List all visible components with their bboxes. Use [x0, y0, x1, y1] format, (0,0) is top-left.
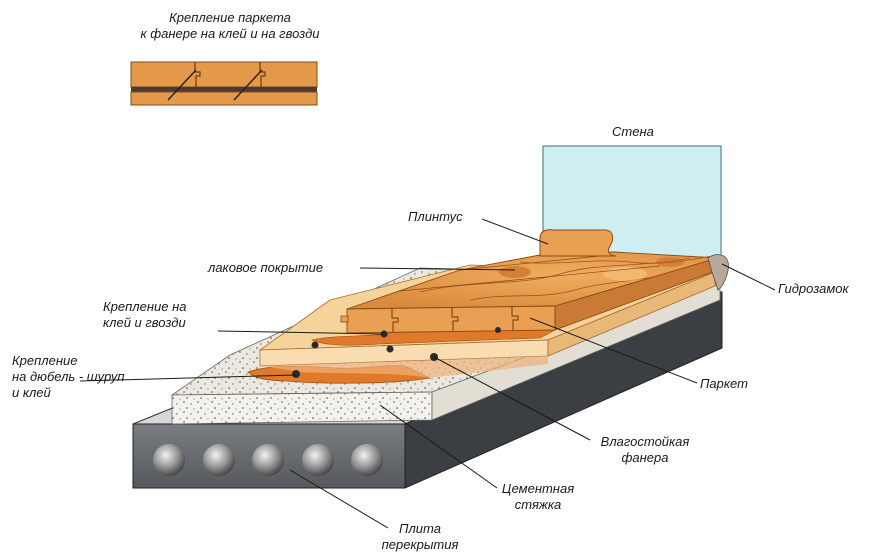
inset-board-bottom	[130, 91, 318, 106]
parquet-layer	[340, 251, 719, 334]
label-plywood: Влагостойкая фанера	[600, 434, 690, 465]
slab-hole-4	[302, 444, 334, 476]
plinth	[539, 229, 617, 257]
inset-board-top	[130, 61, 318, 88]
inset-caption-line-1: Крепление паркета	[169, 10, 291, 25]
label-wall: Стена	[612, 124, 654, 139]
slab-hole-5	[351, 444, 383, 476]
leader-parquet	[529, 317, 698, 384]
label-dowel: Крепление на дюбель - шуруп и клей	[12, 353, 125, 400]
parquet-groove-edge	[340, 315, 349, 323]
parquet-knot-3	[656, 257, 684, 267]
parquet-tongue-2	[451, 307, 459, 331]
glue-layer-lower-side	[262, 356, 548, 378]
leader-plinth	[481, 218, 549, 245]
waterproof-lock	[707, 254, 729, 291]
leader-varnish	[359, 267, 516, 271]
parquet-tongue-3	[511, 306, 519, 330]
parquet-front	[346, 305, 556, 334]
leader-dowel	[79, 374, 297, 382]
label-slab: Плита перекрытия	[381, 521, 459, 552]
slab-hole-3	[252, 444, 284, 476]
parquet-grain-3	[519, 255, 713, 264]
label-plinth: Плинтус	[408, 209, 463, 224]
inset-glue-layer	[131, 87, 317, 92]
dowel-3	[386, 345, 394, 353]
parquet-seam-2	[399, 265, 661, 292]
dowel-4	[311, 341, 319, 349]
leader-lines	[79, 218, 776, 529]
inset-nail-2	[233, 69, 263, 101]
label-waterproof: Гидрозамок	[778, 281, 849, 296]
inset-joint-2	[259, 62, 266, 87]
inset-caption-line-2: к фанере на клей и на гвозди	[140, 26, 320, 41]
screed-front-speckle	[172, 392, 432, 424]
parquet-seam-1	[459, 255, 601, 271]
leader-slab	[289, 469, 389, 529]
leader-waterproof	[721, 263, 776, 291]
parquet-tongue-1	[391, 308, 399, 332]
inset-nail-1	[167, 69, 197, 101]
slab-hole-1	[153, 444, 185, 476]
slab-hole-2	[203, 444, 235, 476]
leader-screed	[379, 404, 498, 489]
inset-caption: Крепление паркета к фанере на клей и на …	[110, 10, 350, 42]
leader-plywood	[433, 356, 591, 441]
label-parquet: Паркет	[700, 376, 748, 391]
parquet-knot-1	[499, 266, 531, 278]
glue-nail-dot-2	[495, 327, 501, 333]
label-screed: Цементная стяжка	[501, 481, 575, 512]
plywood-side	[547, 271, 716, 357]
label-varnish: лаковое покрытие	[208, 260, 324, 275]
leader-glue-nails	[217, 330, 385, 335]
inset-sample	[130, 61, 318, 106]
label-glue-nails: Крепление на клей и гвозди	[103, 299, 187, 330]
dowel-1	[292, 370, 300, 378]
